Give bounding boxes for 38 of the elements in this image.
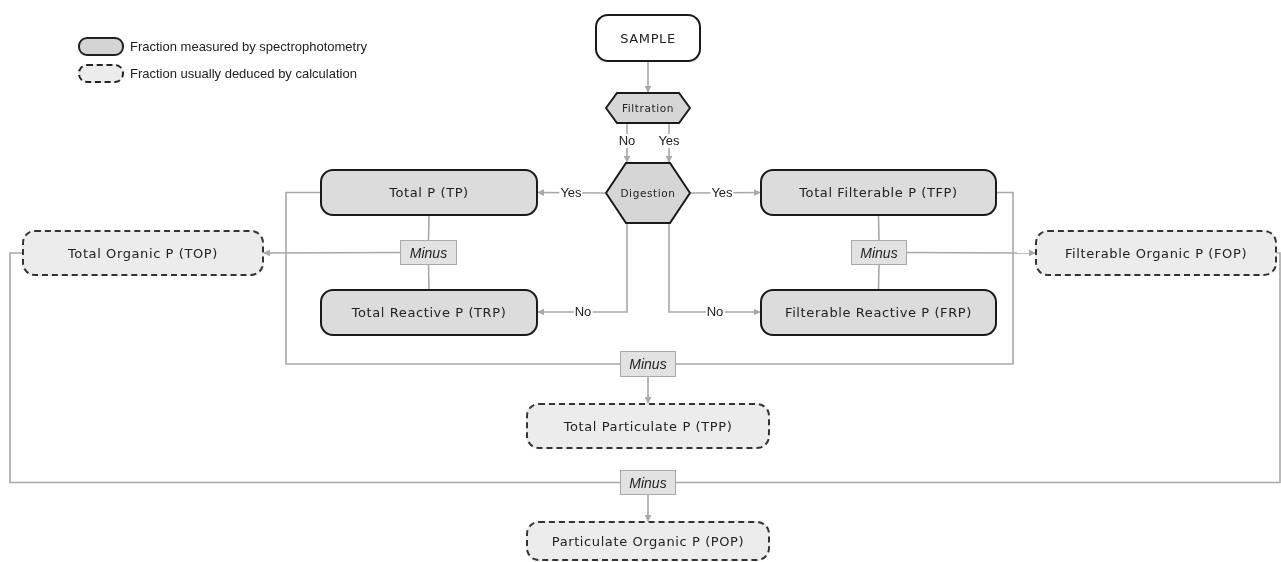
decision-hexagon: Filtration [605,92,691,124]
legend-text: Fraction usually deduced by calculation [130,66,357,81]
start-box: SAMPLE [595,14,701,62]
arrow [263,249,401,257]
calculated-fraction-box: Total Particulate P (TPP) [526,403,770,449]
measured-fraction-box: Total Filterable P (TFP) [760,169,997,216]
operation-box: Minus [620,351,676,377]
arrow [644,61,652,93]
arrow [906,249,1036,257]
edge-label: No [705,305,725,319]
connector-line [427,264,430,290]
edge-label: Yes [710,186,734,200]
connector-line [285,191,621,365]
arrow [537,223,628,316]
measured-fraction-box: Total Reactive P (TRP) [320,289,538,336]
operation-box: Minus [400,240,457,265]
edge-label: Yes [657,134,681,148]
arrow [668,223,761,316]
connector-line [877,264,880,290]
edge-label: No [617,134,637,148]
edge-label: No [573,305,593,319]
connector-line [675,191,1014,365]
legend-text: Fraction measured by spectrophotometry [130,39,367,54]
calculated-fraction-box: Total Organic P (TOP) [22,230,264,276]
operation-box: Minus [620,470,676,495]
measured-fraction-box: Filterable Reactive P (FRP) [760,289,997,336]
arrow [644,376,652,404]
arrow [644,494,652,522]
operation-box: Minus [851,240,907,265]
measured-fraction-box: Total P (TP) [320,169,538,216]
connector-line [675,252,1281,484]
edge-label: Yes [559,186,583,200]
decision-hexagon: Digestion [605,162,691,224]
calculated-fraction-box: Filterable Organic P (FOP) [1035,230,1277,276]
connector-line [427,215,430,241]
calculated-fraction-box: Particulate Organic P (POP) [526,521,770,561]
connector-line [9,252,621,484]
connector-line [877,215,880,241]
